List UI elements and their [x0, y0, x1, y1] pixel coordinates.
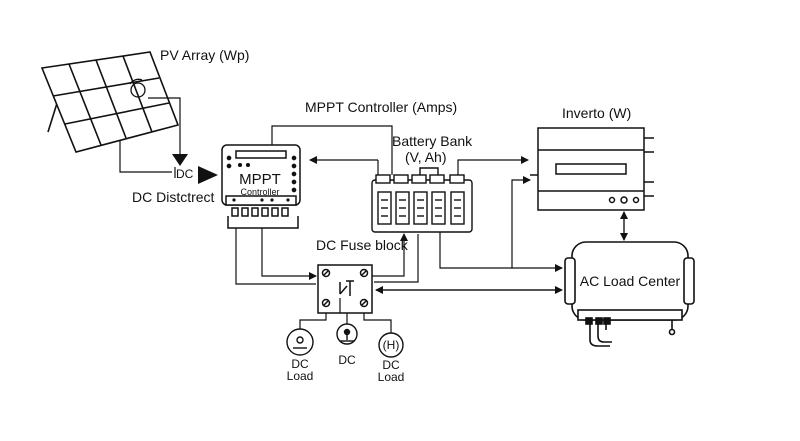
pv-array	[40, 51, 180, 153]
ac-load-center-label: AC Load Center	[580, 273, 681, 289]
pv-grid-line	[52, 77, 160, 97]
pv-grid-line	[95, 59, 127, 139]
dc-fuse-block	[317, 264, 373, 314]
inverter-label: Inverto (W)	[562, 105, 631, 121]
dc-load-3-label: DC	[382, 358, 400, 372]
mppt-bottom-dots	[232, 198, 290, 202]
mppt-controller-heading: MPPT Controller (Amps)	[305, 99, 457, 115]
battery-bank	[371, 167, 473, 233]
wiring	[235, 125, 628, 333]
sun-icon	[129, 78, 146, 98]
inverter	[530, 127, 654, 211]
dc-load-1	[286, 328, 314, 356]
dc-marker-label: DC	[176, 167, 194, 181]
dc-load-2-label: DC	[338, 353, 356, 367]
mppt-display	[235, 150, 287, 159]
battery-bank-label: Battery Bank	[392, 133, 473, 149]
dc-load-1-label: DC	[291, 357, 309, 371]
battery-bank-spec: (V, Ah)	[405, 149, 447, 165]
ground-icon	[336, 323, 358, 345]
ac-load-center	[564, 241, 695, 347]
dc-fuse-block-label: DC Fuse block	[316, 237, 409, 253]
arrow-icon	[172, 154, 188, 166]
mppt-title: MPPT	[239, 171, 281, 188]
pv-panel	[40, 51, 180, 153]
pv-array-label: PV Array (Wp)	[160, 47, 249, 63]
dc-load-3-sublabel: Load	[378, 370, 405, 384]
dc-load-1-sublabel: Load	[287, 369, 314, 383]
pv-wires	[119, 97, 181, 173]
mppt-subtitle: Controller	[240, 187, 279, 197]
pv-grid-line	[64, 102, 170, 125]
pv-grid-line	[68, 63, 102, 146]
arrow-icon	[198, 166, 218, 184]
pv-grid-line	[122, 55, 153, 133]
dc-load-3-symbol: (H)	[383, 338, 400, 352]
dc-distribution-label: DC Distctrect	[132, 189, 215, 205]
